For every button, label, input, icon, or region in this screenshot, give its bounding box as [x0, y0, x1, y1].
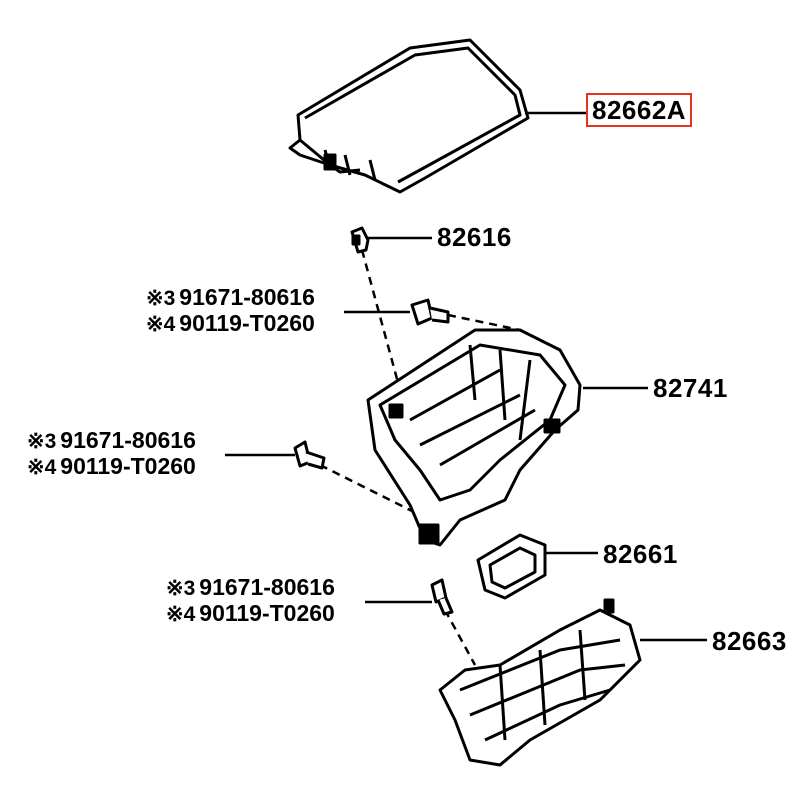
- clip-part-drawing: [350, 226, 370, 254]
- note-mark: ※4: [146, 313, 176, 336]
- note-mark: ※3: [166, 577, 196, 600]
- part-label-82662A[interactable]: 82662A: [586, 93, 693, 127]
- part-label-82661[interactable]: 82661: [603, 539, 678, 569]
- note-mark: ※3: [146, 287, 176, 310]
- note-mark: ※4: [166, 603, 196, 626]
- lower-cover-part-drawing: [438, 598, 642, 767]
- part-number: 91671-80616: [179, 284, 315, 310]
- part-number: 90119-T0260: [199, 600, 335, 626]
- screw-drawings: [293, 298, 454, 616]
- part-label-82741[interactable]: 82741: [653, 373, 728, 403]
- part-label-82663[interactable]: 82663: [712, 626, 787, 656]
- part-number: 90119-T0260: [60, 453, 196, 479]
- part-number: 91671-80616: [60, 427, 196, 453]
- note-mark: ※3: [27, 430, 57, 453]
- part-number: 91671-80616: [199, 574, 335, 600]
- bracket-part-drawing: [476, 533, 547, 600]
- note-mark: ※4: [27, 456, 57, 479]
- relay-block-part-drawing: [366, 328, 582, 547]
- leader-lines: [225, 111, 707, 642]
- cover-part-drawing: [288, 38, 530, 194]
- part-label-82616[interactable]: 82616: [437, 222, 512, 252]
- part-number: 90119-T0260: [179, 310, 315, 336]
